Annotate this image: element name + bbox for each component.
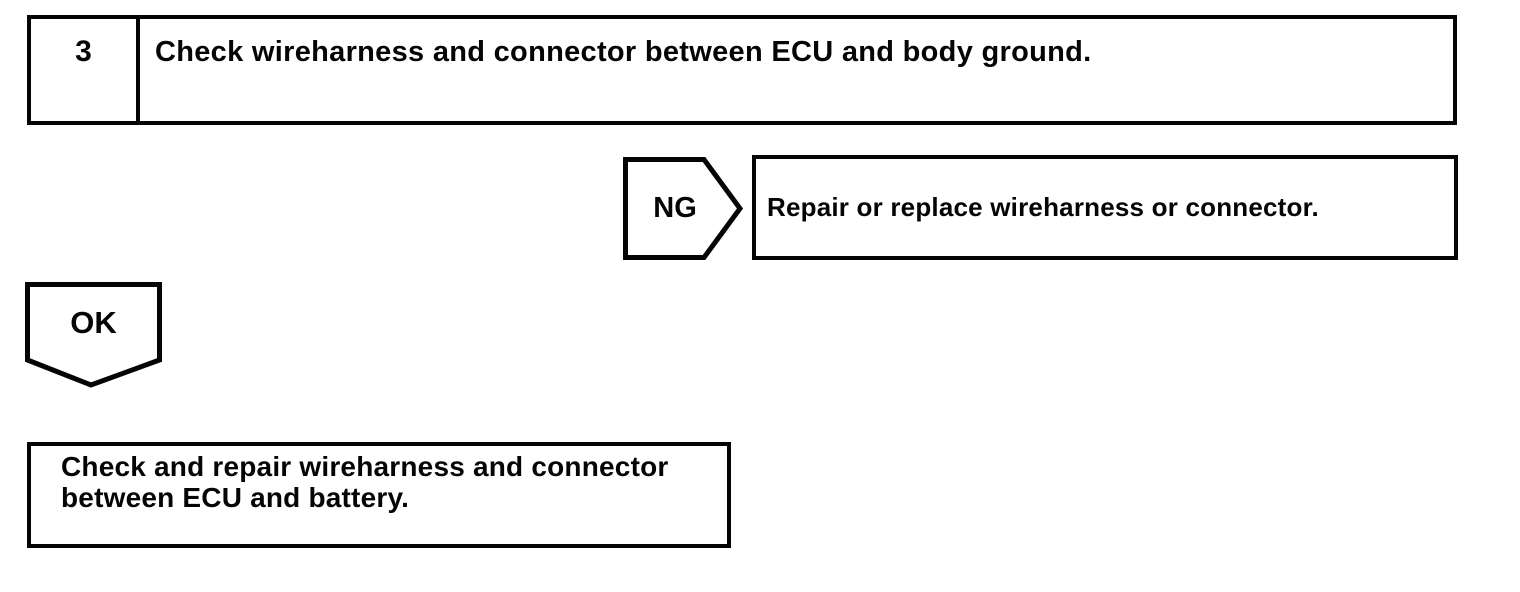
step-instruction: Check wireharness and connector between … [155,36,1092,68]
ng-label: NG [653,192,697,224]
result-line: Check and repair wireharness and connect… [61,451,669,482]
step-box: 3 Check wireharness and connector betwee… [27,15,1457,125]
ng-pentagon-outline [623,157,743,260]
ok-connector-shape: OK [25,282,162,388]
ng-action-text: Repair or replace wireharness or connect… [767,192,1319,222]
ng-connector-shape: NG [623,157,743,260]
ok-pentagon-outline [25,282,162,388]
ng-action-box: Repair or replace wireharness or connect… [752,155,1458,260]
step-number: 3 [31,19,140,121]
result-box: Check and repair wireharness and connect… [27,442,731,548]
result-line: between ECU and battery. [61,482,410,513]
ok-label: OK [70,304,117,340]
